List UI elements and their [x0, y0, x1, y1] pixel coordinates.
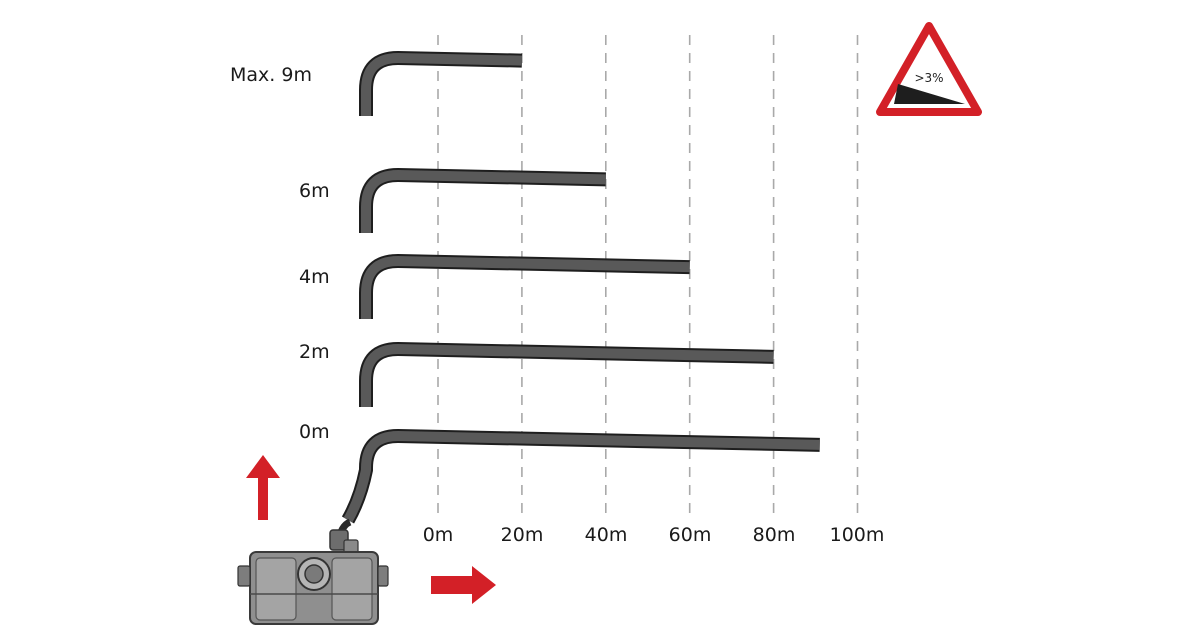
- pipe-6m: [359, 168, 606, 233]
- pump-side-inlet: [237, 565, 251, 587]
- pump-left-panel: [255, 557, 297, 621]
- height-label-2m: 2m: [299, 341, 330, 363]
- pipe-0m: [341, 429, 820, 524]
- pump-side-outlet: [377, 565, 389, 587]
- tick-label: 0m: [423, 524, 454, 546]
- pump-inlet-core: [304, 564, 324, 584]
- discharge-pipes: [341, 51, 820, 524]
- tick-label: 40m: [585, 524, 628, 546]
- tick-label: 60m: [669, 524, 712, 546]
- pipe-fill-9m: [361, 53, 523, 116]
- direction-arrows: [246, 455, 496, 604]
- slope-percentage: >3%: [914, 71, 943, 85]
- pump-right-panel: [331, 557, 373, 621]
- distance-tick-labels: 0m 20m 40m 60m 80m 100m: [423, 524, 885, 546]
- tick-label: 80m: [753, 524, 796, 546]
- pipe-fill-0m: [343, 431, 820, 523]
- tick-label: 100m: [830, 524, 885, 546]
- pipe-fill-2m: [361, 344, 774, 407]
- tick-label: 20m: [501, 524, 544, 546]
- pipe-9m: [359, 51, 523, 116]
- height-label-0m: 0m: [299, 421, 330, 443]
- arrow-right-icon: [431, 566, 496, 604]
- height-label-max: Max. 9m: [230, 64, 312, 86]
- height-labels: Max. 9m 6m 4m 2m 0m: [230, 64, 330, 443]
- height-label-4m: 4m: [299, 266, 330, 288]
- pump-unit: [237, 518, 389, 625]
- slope-warning-sign: >3%: [876, 22, 982, 116]
- height-label-6m: 6m: [299, 180, 330, 202]
- arrow-up-icon: [246, 455, 280, 520]
- pipe-fill-4m: [361, 256, 690, 319]
- pipe-fill-6m: [361, 170, 606, 233]
- slope-wedge-icon: [894, 84, 965, 104]
